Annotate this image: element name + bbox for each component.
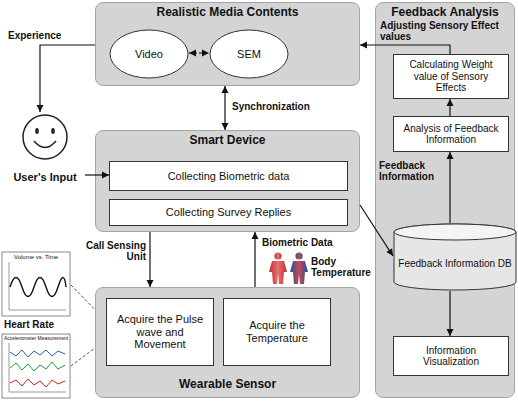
connector xyxy=(37,45,96,112)
panel-heading: Wearable Sensor xyxy=(179,378,276,392)
cylinder-outline xyxy=(393,223,517,291)
node-text: Feedback Information DB xyxy=(398,258,511,270)
node-text: Acquire the Pulse wave and Movement xyxy=(111,313,209,351)
body-figures xyxy=(269,252,308,284)
ellipse-shape xyxy=(110,30,188,78)
node-text: SEM xyxy=(237,48,261,61)
edge-label: Synchronization xyxy=(232,101,342,112)
database-cylinder: Feedback Information DB xyxy=(393,223,517,291)
process-box: Collecting Biometric data xyxy=(109,161,348,191)
node-text: Information Visualization xyxy=(398,345,504,368)
arrow-head xyxy=(147,280,154,287)
edge-label: Experience xyxy=(8,30,88,41)
process-box: Calculating Weight value of Sensory Effe… xyxy=(393,54,509,99)
arrow-head xyxy=(222,86,229,93)
node-text: Collecting Survey Replies xyxy=(166,206,291,219)
media-ellipse: SEM xyxy=(209,29,289,79)
group-panel: Smart DeviceCollecting Biometric dataCol… xyxy=(95,130,360,232)
group-panel: Wearable Sensor Acquire the Pulse wave an… xyxy=(95,287,360,398)
process-box: Acquire the Pulse wave and Movement xyxy=(106,298,214,366)
connector-line xyxy=(254,232,255,287)
process-box: Collecting Survey Replies xyxy=(109,199,348,226)
connector xyxy=(252,232,259,287)
node-text: Acquire the Temperature xyxy=(228,319,326,344)
group-panel: Realistic Media ContentsVideo SEM xyxy=(95,2,360,86)
arrow-head xyxy=(360,42,367,49)
illustration-label: Body Temperature xyxy=(311,256,374,278)
face-eye xyxy=(51,128,55,134)
connector-line xyxy=(149,232,150,287)
media-ellipse: Video xyxy=(109,29,189,79)
panel-heading: Realistic Media Contents xyxy=(156,6,298,20)
illustration-label: Heart Rate xyxy=(4,319,74,330)
connector xyxy=(147,232,154,287)
panel-heading: Smart Device xyxy=(189,134,265,148)
edge-label: Biometric Data xyxy=(262,237,358,248)
face-smile xyxy=(34,141,56,148)
cylinder-body xyxy=(394,224,516,290)
face-eye xyxy=(35,128,39,134)
panel-heading: Feedback Analysis xyxy=(391,6,499,20)
node-text: Video xyxy=(135,48,163,61)
arrow-head xyxy=(222,123,229,130)
process-box: Analysis of Feedback Information xyxy=(393,116,509,152)
node-text: Collecting Biometric data xyxy=(168,170,290,183)
plot-title: Accelerometer Measurement xyxy=(2,336,70,342)
edge-label: Adjusting Sensory Effect values xyxy=(380,20,508,42)
connector xyxy=(222,86,229,130)
accelerometer-plot xyxy=(2,334,70,398)
connector-line xyxy=(224,86,225,130)
process-box: Acquire the Temperature xyxy=(223,298,331,366)
connector-line xyxy=(40,45,95,112)
user-node: User's Input xyxy=(5,112,85,184)
ellipse-shape xyxy=(210,30,288,78)
heart-rate-plot xyxy=(2,252,70,316)
arrow-head xyxy=(37,105,44,112)
edge-label: Feedback Information xyxy=(379,160,441,182)
process-box: Information Visualization xyxy=(393,336,509,376)
plot-title: Volume vs. Time xyxy=(2,254,70,261)
group-panel: Feedback AnalysisCalculating Weight valu… xyxy=(375,2,515,398)
cylinder-top xyxy=(394,224,516,240)
node-text: Analysis of Feedback Information xyxy=(398,123,504,146)
node-text: User's Input xyxy=(13,171,76,184)
edge-label: Call Sensing Unit xyxy=(80,240,146,262)
node-text: Calculating Weight value of Sensory Effe… xyxy=(398,59,504,94)
face-circle xyxy=(23,115,67,159)
arrow-head xyxy=(252,232,259,239)
